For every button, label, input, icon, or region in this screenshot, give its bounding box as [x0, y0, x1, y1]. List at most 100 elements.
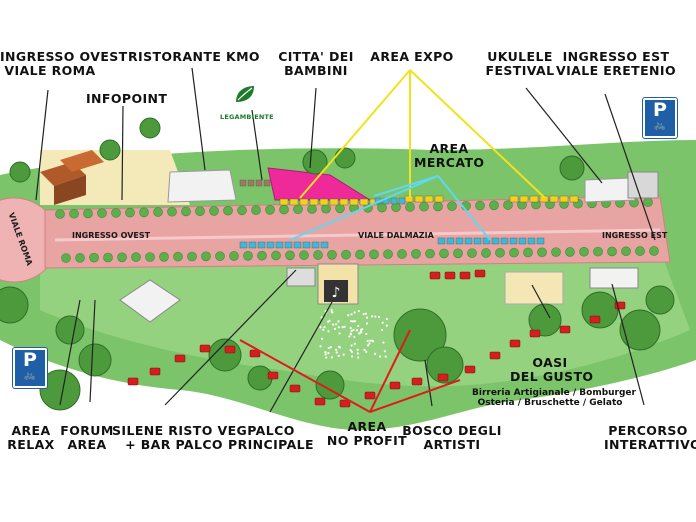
label-line: MERCATO: [414, 155, 485, 171]
road-tree: [313, 250, 323, 260]
label-citta-bambini: CITTA' DEI BAMBINI: [266, 49, 366, 79]
stall: [349, 198, 359, 206]
label-line: CITTA' DEI: [278, 49, 354, 64]
red-stall: [314, 397, 326, 406]
stall: [509, 237, 518, 245]
legambiente-logo: LEGAMBIENTE: [220, 84, 274, 123]
road-tree: [489, 200, 499, 211]
label-area-relax: AREA RELAX: [4, 423, 58, 453]
red-stall: [489, 351, 501, 360]
ristorante-tent: [167, 169, 237, 203]
bicycle-icon: 🚲: [653, 120, 667, 131]
label-oasi: OASI DEL GUSTO: [510, 355, 593, 385]
park-tree: [39, 369, 81, 411]
crowd-dot: [333, 327, 337, 330]
label-line: INTERATTIVO: [604, 437, 696, 453]
stall: [302, 241, 311, 249]
label-line: ARTISTI: [423, 437, 481, 453]
label-line: VIALE ROMA: [4, 63, 96, 79]
pointer-lines: [35, 67, 656, 413]
stall: [509, 195, 519, 203]
crowd-dot: [371, 339, 374, 342]
crowd-dot: [378, 355, 382, 358]
road-tree: [111, 208, 121, 218]
red-stall: [464, 365, 476, 374]
label-line: FESTIVAL: [485, 63, 555, 79]
red-stall: [444, 271, 456, 280]
road-tree: [139, 207, 149, 218]
crowd-dot: [323, 325, 326, 329]
label-silene: SILENE RISTO VEG + BAR PALCO: [112, 423, 248, 453]
red-stall: [267, 371, 279, 380]
stall: [275, 241, 284, 249]
stall: [359, 198, 369, 206]
red-stall: [529, 329, 541, 338]
label-area-mercato: AREA MERCATO: [414, 141, 485, 171]
road-tree: [579, 246, 589, 257]
red-stall: [174, 354, 186, 363]
road-tree: [607, 246, 617, 257]
stall: [309, 198, 319, 206]
road-tree: [453, 248, 463, 259]
road-tree: [355, 249, 365, 260]
map-text-viale-dalmazia: VIALE DALMAZIA: [358, 231, 435, 240]
crowd-dot: [338, 332, 341, 335]
road-tree: [439, 248, 449, 259]
park-tree: [78, 343, 112, 377]
road-tree: [229, 251, 239, 261]
stall: [437, 237, 446, 245]
label-line: AREA: [347, 419, 387, 434]
label-line: PERCORSO: [608, 423, 688, 438]
stall: [398, 197, 406, 205]
crowd-dot: [360, 331, 363, 334]
road-tree: [89, 252, 99, 263]
red-stall: [389, 381, 401, 390]
road-tree: [341, 249, 351, 260]
road-tree: [187, 251, 197, 262]
park-tree: [315, 370, 345, 400]
crowd-dot: [330, 310, 333, 313]
park-tree: [9, 161, 31, 183]
road-tree: [649, 246, 659, 256]
parking-symbol: P: [653, 99, 667, 121]
palco-screen: [324, 280, 348, 302]
road-tree: [405, 202, 415, 212]
percorso-tents: [589, 267, 639, 289]
crowd-dot: [385, 317, 388, 321]
crowd-dot: [324, 353, 327, 356]
label-line: FORUM: [60, 423, 114, 438]
red-stall: [289, 384, 301, 393]
label-area-expo: AREA EXPO: [370, 49, 454, 64]
label-line: AREA: [429, 141, 469, 156]
crowd-dot: [357, 310, 360, 313]
crowd-dot: [320, 316, 323, 319]
label-line: + BAR PALCO: [125, 437, 223, 453]
road-tree: [503, 200, 513, 210]
crowd-dot: [381, 321, 384, 324]
label-line: SILENE RISTO VEG: [112, 423, 248, 438]
red-stall: [249, 349, 261, 358]
crowd-dot: [327, 346, 330, 350]
park-tree: [645, 285, 675, 315]
stall: [299, 198, 309, 206]
road-tree: [167, 206, 177, 217]
red-stall: [509, 339, 521, 348]
crowd-dot: [351, 320, 355, 323]
label-palco: PALCO PRINCIPALE: [226, 423, 316, 453]
stall: [239, 179, 247, 187]
road-tree: [243, 251, 253, 261]
crowd-dot: [327, 352, 330, 355]
road-tree: [201, 251, 211, 262]
road-tree: [265, 205, 275, 215]
parking-sign-west: P 🚲: [13, 348, 47, 388]
area-no-profit-lines: [239, 329, 461, 413]
crowd-dot: [365, 322, 369, 325]
stall: [414, 195, 424, 203]
crowd-dot: [327, 330, 330, 333]
crowd-dot: [365, 316, 369, 319]
red-stall: [364, 391, 376, 400]
crowd-dot: [337, 345, 341, 348]
crowd-dot: [356, 352, 359, 355]
crowd-dot: [348, 335, 351, 338]
road-tree: [425, 248, 435, 259]
